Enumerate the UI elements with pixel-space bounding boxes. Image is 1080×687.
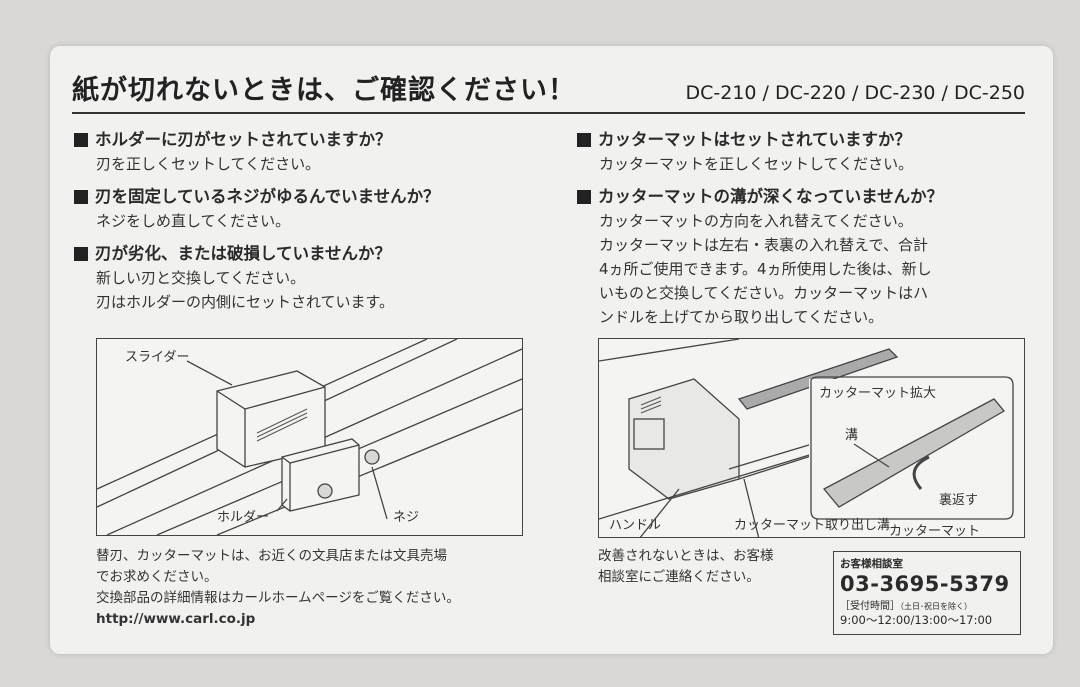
support-note: 改善されないときは、お客様 相談室にご連絡ください。	[598, 546, 774, 588]
check-heading: 刃を固定しているネジがゆるんでいませんか？	[95, 187, 440, 206]
instruction-card: 紙が切れないときは、ご確認ください！ DC-210 / DC-220 / DC-…	[50, 46, 1053, 654]
label-holder: ホルダー	[217, 510, 269, 525]
check-body: 新しい刃と交換してください。	[96, 269, 306, 287]
check-body: カッターマットを正しくセットしてください。	[599, 155, 914, 173]
slider-holder-diagram: スライダー ホルダー ネジ	[96, 338, 523, 536]
label-screw: ネジ	[393, 510, 419, 525]
right-checklist: カッターマットはセットされていますか？ カッターマットを正しくセットしてください…	[577, 128, 1037, 338]
check-body: カッターマットの方向を入れ替えてください。	[599, 212, 913, 230]
label-mat: カッターマット	[889, 524, 980, 537]
label-mat-slot: カッターマット取り出し溝	[734, 518, 890, 533]
bullet-square-icon	[74, 247, 88, 261]
title-divider	[72, 112, 1025, 114]
check-body: ネジをしめ直してください。	[96, 212, 291, 230]
note-line: でお求めください。	[96, 569, 218, 585]
check-item: 刃が劣化、または破損していませんか？ 新しい刃と交換してください。 刃はホルダー…	[74, 242, 529, 314]
note-line: 替刃、カッターマットは、お近くの文具店または文具売場	[96, 548, 447, 564]
check-body: カッターマットは左右・表裏の入れ替えで、合計	[599, 236, 928, 254]
hours-header: ［受付時間］（土日･祝日を除く）	[840, 597, 1014, 612]
business-hours: 9:00～12:00/13:00～17:00	[840, 613, 993, 627]
check-item: ホルダーに刃がセットされていますか？ 刃を正しくセットしてください。	[74, 128, 529, 176]
check-body: ンドルを上げてから取り出してください。	[599, 308, 884, 326]
check-heading: ホルダーに刃がセットされていますか？	[95, 130, 392, 149]
model-numbers: DC-210 / DC-220 / DC-230 / DC-250	[685, 82, 1025, 104]
note-line: 相談室にご連絡ください。	[598, 569, 760, 585]
website-link[interactable]: http://www.carl.co.jp	[96, 611, 256, 627]
label-mat-enlarged: カッターマット拡大	[819, 386, 936, 401]
label-groove: 溝	[845, 428, 858, 443]
left-checklist: ホルダーに刃がセットされていますか？ 刃を正しくセットしてください。 刃を固定し…	[74, 128, 529, 323]
page-title: 紙が切れないときは、ご確認ください！	[72, 75, 576, 106]
hours-note: （土日･祝日を除く）	[900, 602, 972, 611]
check-item: カッターマットはセットされていますか？ カッターマットを正しくセットしてください…	[577, 128, 1037, 176]
check-body: 刃はホルダーの内側にセットされています。	[96, 293, 395, 311]
check-body: 4ヵ所ご使用できます。4ヵ所使用した後は、新し	[599, 260, 932, 278]
hours-label: ［受付時間］	[840, 601, 900, 612]
note-line: 交換部品の詳細情報はカールホームページをご覧ください。	[96, 590, 460, 606]
parts-note: 替刃、カッターマットは、お近くの文具店または文具売場 でお求めください。 交換部…	[96, 546, 460, 630]
cutter-mat-diagram: カッターマット拡大 溝 裏返す カッターマット ハンドル カッターマット取り出し…	[598, 338, 1025, 538]
note-line: 改善されないときは、お客様	[598, 548, 774, 564]
label-flip: 裏返す	[939, 493, 978, 508]
cutter-mat-illustration: カッターマット拡大 溝 裏返す カッターマット ハンドル カッターマット取り出し…	[599, 339, 1019, 537]
bullet-square-icon	[74, 133, 88, 147]
check-item: 刃を固定しているネジがゆるんでいませんか？ ネジをしめ直してください。	[74, 185, 529, 233]
check-body: 刃を正しくセットしてください。	[96, 155, 321, 173]
check-heading: 刃が劣化、または破損していませんか？	[95, 244, 392, 263]
check-body: いものと交換してください。カッターマットはハ	[599, 284, 929, 302]
check-item: カッターマットの溝が深くなっていませんか？ カッターマットの方向を入れ替えてくだ…	[577, 185, 1037, 329]
check-heading: カッターマットはセットされていますか？	[598, 130, 912, 149]
contact-box: お客様相談室 03-3695-5379 ［受付時間］（土日･祝日を除く） 9:0…	[833, 551, 1021, 635]
label-handle: ハンドル	[609, 518, 661, 533]
contact-label: お客様相談室	[840, 558, 903, 570]
check-heading: カッターマットの溝が深くなっていませんか？	[598, 187, 944, 206]
bullet-square-icon	[577, 133, 591, 147]
bullet-square-icon	[577, 190, 591, 204]
bullet-square-icon	[74, 190, 88, 204]
phone-number: 03-3695-5379	[840, 572, 1010, 596]
label-slider: スライダー	[125, 350, 189, 365]
slider-illustration: スライダー ホルダー ネジ	[97, 339, 522, 535]
